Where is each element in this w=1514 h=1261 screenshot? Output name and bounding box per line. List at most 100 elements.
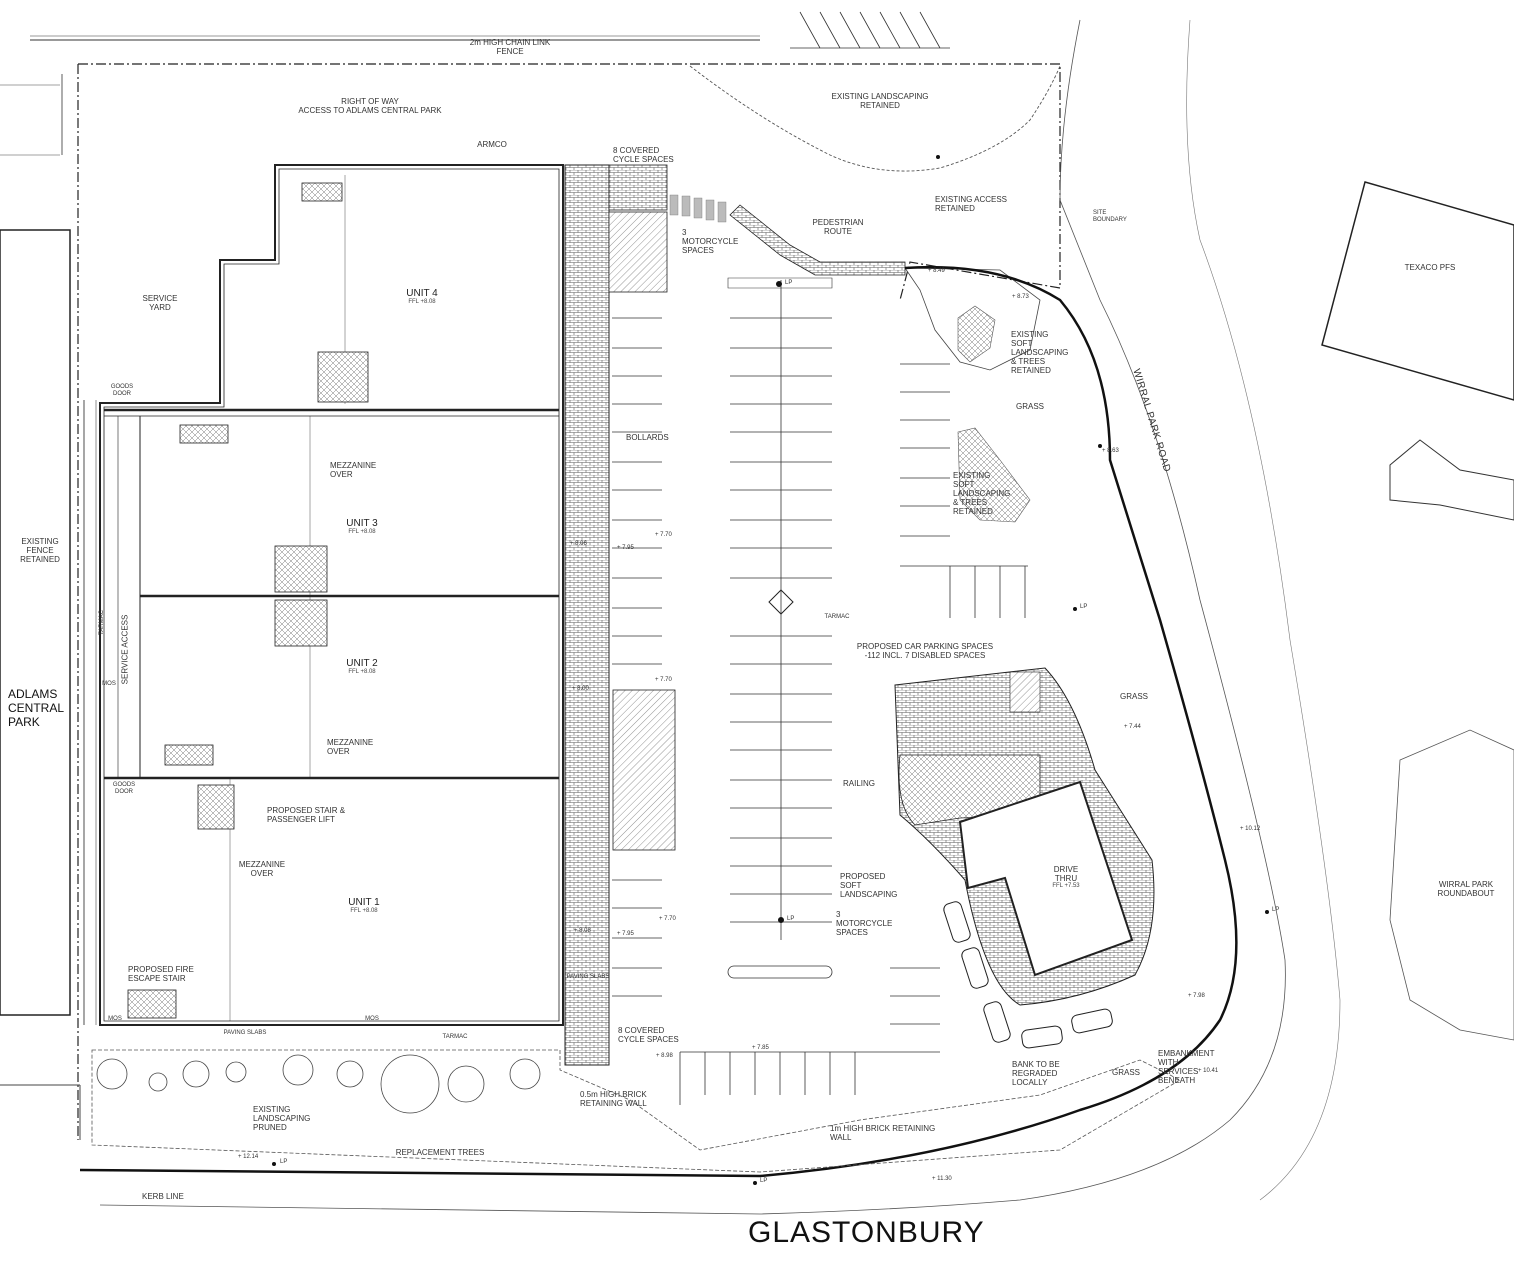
- tarmac-car-park-label: TARMAC: [824, 614, 850, 620]
- drive-thru-building: [958, 780, 1134, 977]
- existing-landscaping-bank: [689, 65, 1061, 172]
- adlams-park-building: [0, 229, 71, 1016]
- one-m-wall-label: 1m HIGH BRICK RETAINING WALL: [830, 1124, 936, 1142]
- motorcycle-bottom-label: 3 MOTORCYCLE SPACES: [836, 910, 893, 937]
- tree-cluster-2: [957, 427, 1031, 523]
- armco-label: ARMCO: [477, 140, 507, 149]
- existing-soft-landscaping-2-label: EXISTING SOFT LANDSCAPING & TREES RETAIN…: [953, 471, 1011, 516]
- half-m-wall-label: 0.5m HIGH BRICK RETAINING WALL: [580, 1090, 647, 1108]
- mezzanine-over-1-label: MEZZANINE OVER: [330, 461, 377, 479]
- level-marker: + 11.30: [932, 1176, 952, 1182]
- stair-blocks: [127, 182, 369, 1019]
- car-park-island-end: [727, 965, 833, 979]
- service-access-label: SERVICE ACCESS: [120, 614, 130, 685]
- existing-access-label: EXISTING ACCESS RETAINED: [935, 195, 1008, 213]
- level-marker: + 7.70: [659, 916, 676, 922]
- drive-thru-ffl: FFL +7.53: [1052, 883, 1080, 889]
- mos-bottom-left-label: MOS: [108, 1016, 122, 1022]
- level-marker: + 7.85: [752, 1045, 769, 1051]
- lamp-posts: [272, 155, 1269, 1185]
- existing-fence-label: EXISTING FENCE RETAINED: [20, 537, 60, 564]
- level-marker: + 8.73: [1012, 294, 1029, 300]
- road-edge-far: [1186, 19, 1341, 1201]
- unit-4-ffl: FFL +8.08: [408, 299, 436, 305]
- mos-side-label: MOS: [102, 681, 116, 687]
- road-kerb-inner: [79, 265, 1238, 1178]
- car-park-island-top: [727, 277, 833, 289]
- adlams-central-park-label: ADLAMS CENTRAL PARK: [8, 687, 65, 729]
- existing-soft-landscaping-1-label: EXISTING SOFT LANDSCAPING & TREES RETAIN…: [1011, 330, 1069, 375]
- pedestrian-route-label: PEDESTRIAN ROUTE: [812, 218, 864, 236]
- proposed-car-parking-label: PROPOSED CAR PARKING SPACES -112 INCL. 7…: [856, 642, 994, 660]
- replacement-trees-label: REPLACEMENT TREES: [395, 1148, 485, 1157]
- level-marker: + 10.41: [1198, 1068, 1219, 1074]
- lp-label: LP: [280, 1159, 288, 1165]
- texaco-label: TEXACO PFS: [1404, 263, 1456, 272]
- level-marker: + 7.70: [655, 532, 672, 538]
- embankment-label: EMBANKMENT WITH SERVICES BENEATH: [1158, 1049, 1215, 1085]
- goods-door-top-label: GOODS DOOR: [110, 384, 134, 397]
- level-marker: + 7.70: [655, 677, 672, 683]
- paving-slabs-strip-label: PAVING SLABS: [566, 974, 610, 980]
- site-boundary-line: [78, 63, 1061, 301]
- road-edge-outer: [99, 19, 1286, 1215]
- fence-label: 2m HIGH CHAIN LINK FENCE: [469, 38, 551, 56]
- lp-label: LP: [1272, 907, 1280, 913]
- trees-south: [96, 1054, 541, 1114]
- level-marker: + 12.14: [238, 1154, 259, 1160]
- level-marker: + 8.63: [1102, 448, 1119, 454]
- tarmac-bottom-label: TARMAC: [442, 1034, 468, 1040]
- existing-landscaping-pruned-label: EXISTING LANDSCAPING PRUNED: [253, 1105, 311, 1132]
- motorcycle-bay-top: [608, 211, 668, 293]
- site-boundary-label: SITE BOUNDARY: [1093, 210, 1127, 223]
- grass-3-label: GRASS: [1111, 1068, 1141, 1077]
- level-marker: + 8.00: [572, 686, 589, 692]
- grass-2-label: GRASS: [1119, 692, 1149, 701]
- proposed-stair-label: PROPOSED STAIR & PASSENGER LIFT: [267, 806, 346, 824]
- roundabout-island: [1389, 729, 1514, 1041]
- unit-1-ffl: FFL +8.08: [350, 908, 378, 914]
- lp-label: LP: [787, 916, 795, 922]
- level-marker: + 7.95: [617, 545, 634, 551]
- queuing-cars: [943, 901, 1113, 1049]
- wirral-park-roundabout-label: WIRRAL PARK ROUNDABOUT: [1437, 880, 1495, 898]
- bollards-label: BOLLARDS: [626, 433, 669, 442]
- cycle-spaces-bottom-label: 8 COVERED CYCLE SPACES: [618, 1026, 679, 1044]
- paving-slabs-bottom-label: PAVING SLABS: [223, 1030, 267, 1036]
- level-marker: + 8.06: [570, 541, 587, 547]
- bank-regraded-label: BANK TO BE REGRADED LOCALLY: [1012, 1060, 1060, 1087]
- level-marker: + 7.98: [1188, 993, 1205, 999]
- level-marker: + 8.98: [656, 1053, 673, 1059]
- level-marker: + 7.95: [617, 931, 634, 937]
- disabled-bays-mid: [612, 689, 676, 851]
- unit-3-ffl: FFL +8.08: [348, 529, 376, 535]
- paved-walkway: [564, 164, 610, 1066]
- pedestrian-crossing: [669, 194, 727, 223]
- mezzanine-over-2-label: MEZZANINE OVER: [327, 738, 374, 756]
- main-building: [83, 164, 564, 1026]
- level-marker: + 8.08: [574, 928, 591, 934]
- proposed-fire-escape-label: PROPOSED FIRE ESCAPE STAIR: [128, 965, 194, 983]
- texaco-building: [1321, 181, 1514, 401]
- disabled-bay-drive-thru: [1009, 671, 1041, 713]
- unit-2-ffl: FFL +8.08: [348, 669, 376, 675]
- diamond-marker: [768, 589, 794, 615]
- kerb-line-label: KERB LINE: [142, 1192, 184, 1201]
- lp-label: LP: [785, 280, 793, 286]
- railing-label: RAILING: [842, 779, 876, 788]
- tarmac-side-label: TARMAC: [98, 610, 105, 635]
- cycle-spaces-top-label: 8 COVERED CYCLE SPACES: [613, 146, 674, 164]
- level-marker: + 8.49: [928, 268, 945, 274]
- drawing-title: GLASTONBURY: [748, 1216, 985, 1249]
- grass-1-label: GRASS: [1015, 402, 1045, 411]
- level-marker: + 10.12: [1240, 826, 1261, 832]
- cycle-store-top: [608, 164, 668, 211]
- goods-door-bottom-label: GOODS DOOR: [112, 782, 136, 795]
- mos-bottom-mid-label: MOS: [365, 1016, 379, 1022]
